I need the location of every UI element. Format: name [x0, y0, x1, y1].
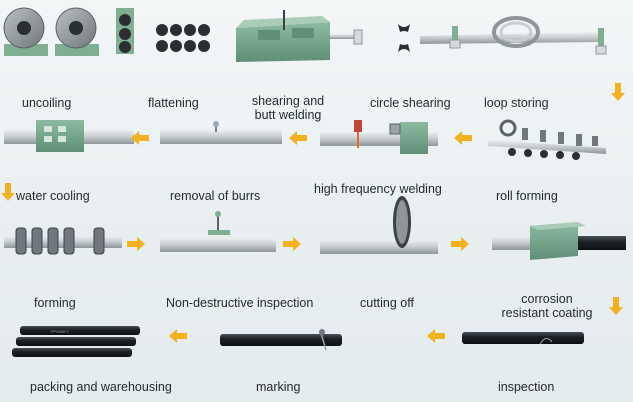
step-shearing-line1: shearing and	[251, 94, 325, 108]
forming-pipes: TPYNSKT	[12, 326, 140, 357]
step-corrosion-coating: corrosion resistant coating	[484, 292, 610, 320]
arrow-down-left-side	[1, 183, 15, 201]
step-circle-shearing: circle shearing	[370, 96, 451, 110]
step-removal-of-burrs: removal of burrs	[170, 189, 261, 203]
svg-text:TPYNSKT: TPYNSKT	[50, 329, 69, 334]
flattening-rollers	[116, 8, 210, 54]
step-roll-forming: roll forming	[496, 189, 558, 203]
water-cooling-pipe	[4, 227, 122, 255]
step-shearing-butt-welding: shearing and butt welding	[248, 94, 328, 122]
step-forming: forming	[34, 296, 76, 310]
circle-shear-blades	[398, 24, 410, 52]
step-high-frequency-welding: high frequency welding	[314, 182, 442, 196]
arrow-left-coat-to-cut	[427, 329, 445, 343]
coating-pipe	[462, 332, 584, 345]
arrow-down-top-right	[611, 83, 625, 101]
arrow-right-weld-to-roll	[451, 237, 469, 251]
step-non-destructive-inspection: Non-destructive inspection	[166, 296, 314, 310]
step-loop-storing: loop storing	[484, 96, 549, 110]
arrow-left-loop-to-circle	[454, 131, 472, 145]
step-uncoiling: uncoiling	[22, 96, 72, 110]
flattening-pipe	[160, 121, 282, 144]
roll-forming-pipe	[492, 222, 626, 260]
step-shearing-line2: butt welding	[254, 108, 322, 122]
flow-arrows	[1, 83, 625, 343]
uncoiling-pipe	[4, 120, 134, 152]
shearing-welding-machine	[236, 10, 363, 62]
nd-inspection-pipe	[220, 329, 342, 351]
strip-and-loop-storage	[420, 16, 607, 55]
step-marking: marking	[256, 380, 301, 394]
loop-storing-rollers	[488, 119, 606, 160]
burr-removal-pipe	[160, 211, 276, 252]
step-corrosion-line1: corrosion	[521, 292, 573, 306]
arrow-left-flatten-to-uncoil	[131, 131, 149, 145]
arrow-right-cool-to-burr	[127, 237, 145, 251]
shearing-pipe	[320, 120, 438, 154]
arrow-left-shear-to-flatten	[289, 131, 307, 145]
step-flattening: flattening	[148, 96, 199, 110]
step-inspection: inspection	[498, 380, 555, 394]
step-water-cooling: water cooling	[16, 189, 90, 203]
high-frequency-welding-pipe	[320, 196, 438, 254]
step-cutting-off: cutting off	[360, 296, 414, 310]
arrow-down-right-side	[609, 297, 623, 315]
step-packing-warehousing: packing and warehousing	[30, 380, 172, 394]
uncoiler-coils	[3, 7, 99, 56]
arrow-left-ndi-to-form	[169, 329, 187, 343]
arrow-right-burr-to-weld	[283, 237, 301, 251]
step-corrosion-line2: resistant coating	[501, 306, 593, 320]
